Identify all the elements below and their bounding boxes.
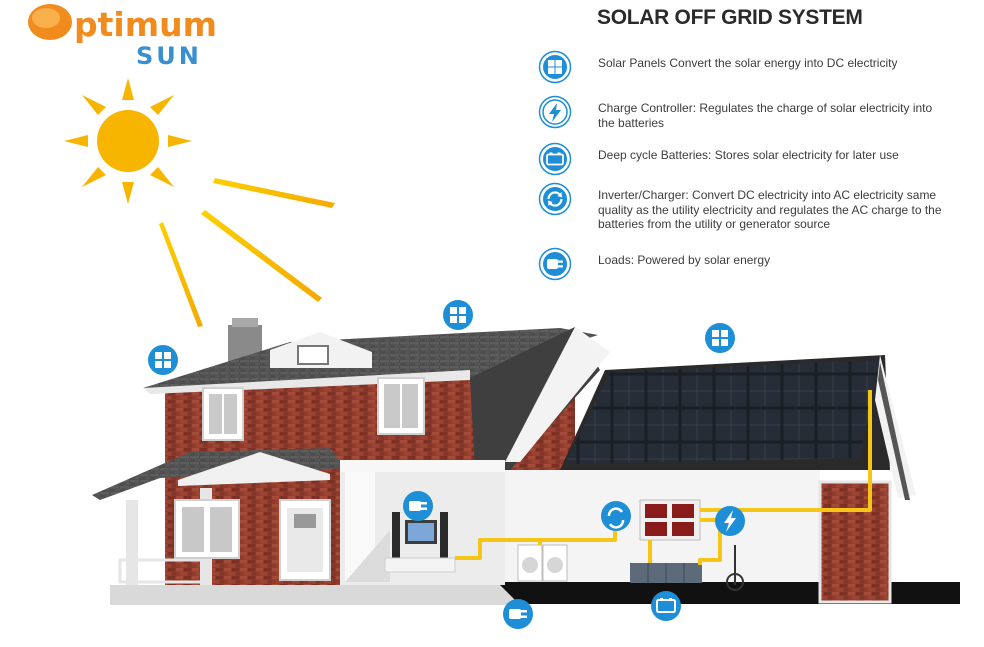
plug-marker-laundry <box>503 599 533 629</box>
inverter-cycle-icon <box>538 182 572 216</box>
porch-floor <box>110 585 520 605</box>
sun-ray-1 <box>213 178 335 208</box>
panel-marker-left <box>148 345 178 375</box>
page-title: SOLAR OFF GRID SYSTEM <box>597 6 863 29</box>
sun-ray-2 <box>201 210 322 302</box>
plug-icon <box>538 247 572 281</box>
legend-text: Deep cycle Batteries: Stores solar elect… <box>598 148 899 162</box>
house-illustration <box>92 318 916 604</box>
panel-marker-right <box>705 323 735 353</box>
legend-text: Inverter/Charger: Convert DC electricity… <box>598 188 942 231</box>
wiring-lines <box>455 390 872 565</box>
legend-text: Solar Panels Convert the solar energy in… <box>598 56 898 70</box>
sun-disc <box>97 110 159 172</box>
inverter-marker <box>601 501 631 531</box>
legend-item-batteries: Deep cycle Batteries: Stores solar elect… <box>538 142 943 176</box>
plug-marker-tv <box>403 491 433 521</box>
panel-marker-middle <box>443 300 473 330</box>
solar-panel-icon <box>538 50 572 84</box>
legend-text: Loads: Powered by solar energy <box>598 253 771 267</box>
legend-item-solar-panels: Solar Panels Convert the solar energy in… <box>538 50 943 84</box>
battery-marker <box>651 591 681 621</box>
legend-item-loads: Loads: Powered by solar energy <box>538 247 943 281</box>
lightning-bolt-icon <box>538 95 572 129</box>
sun-ray-3 <box>159 222 203 327</box>
legend-item-inverter: Inverter/Charger: Convert DC electricity… <box>538 182 943 232</box>
battery-icon <box>538 142 572 176</box>
charge-controller-marker <box>715 506 745 536</box>
logo-word-optimum: ptimum <box>74 5 217 44</box>
optimum-sun-logo: ptimum SUN <box>28 4 217 70</box>
sun-illustration <box>64 78 335 327</box>
solar-panel-array <box>565 360 880 464</box>
logo-o-highlight <box>32 8 60 28</box>
legend-text: Charge Controller: Regulates the charge … <box>598 101 933 130</box>
logo-word-sun: SUN <box>136 42 202 70</box>
legend-item-charge-controller: Charge Controller: Regulates the charge … <box>538 95 943 130</box>
